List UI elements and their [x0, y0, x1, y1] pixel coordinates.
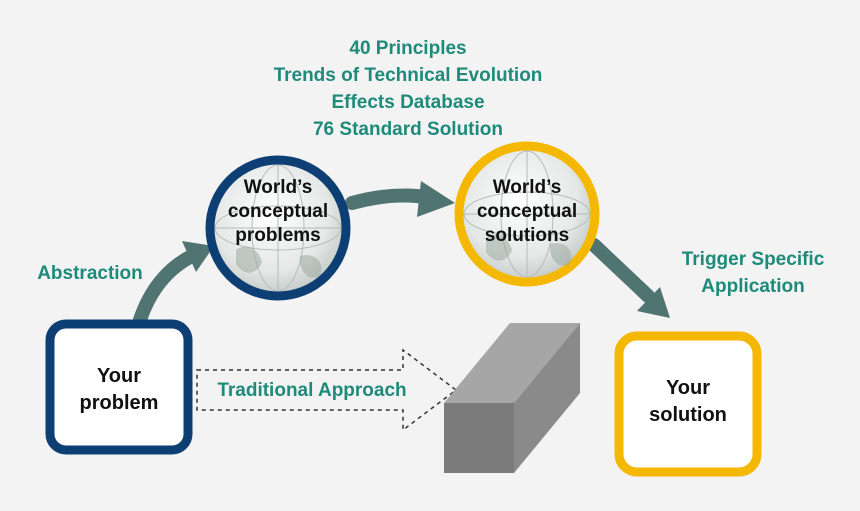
problem-text: Your problem — [79, 365, 159, 414]
tool-item: Effects Database — [331, 92, 485, 113]
tools-list: 40 Principles Trends of Technical Evolut… — [258, 35, 558, 143]
problem-box — [45, 319, 193, 455]
abstraction-arrow — [133, 241, 214, 327]
conceptual-problems-text: World’s conceptual problems — [227, 177, 329, 246]
solution-text: Your solution — [649, 377, 727, 426]
traditional-approach-label: Traditional Approach — [217, 380, 407, 401]
tool-item: 40 Principles — [349, 38, 467, 59]
trigger-label: Trigger Specific Application — [681, 249, 825, 297]
tools-arrow — [345, 181, 455, 217]
globe-conceptual-solutions — [454, 141, 600, 287]
wall-barrier — [444, 323, 580, 473]
conceptual-solutions-text: World’s conceptual solutions — [476, 177, 578, 246]
solution-box — [614, 331, 762, 477]
tool-item: Trends of Technical Evolution — [273, 65, 543, 86]
traditional-approach-arrow — [196, 348, 458, 432]
trigger-arrow — [587, 238, 670, 318]
globe-conceptual-problems — [205, 155, 351, 301]
tool-item: 76 Standard Solution — [312, 119, 504, 140]
abstraction-label: Abstraction — [37, 263, 143, 284]
